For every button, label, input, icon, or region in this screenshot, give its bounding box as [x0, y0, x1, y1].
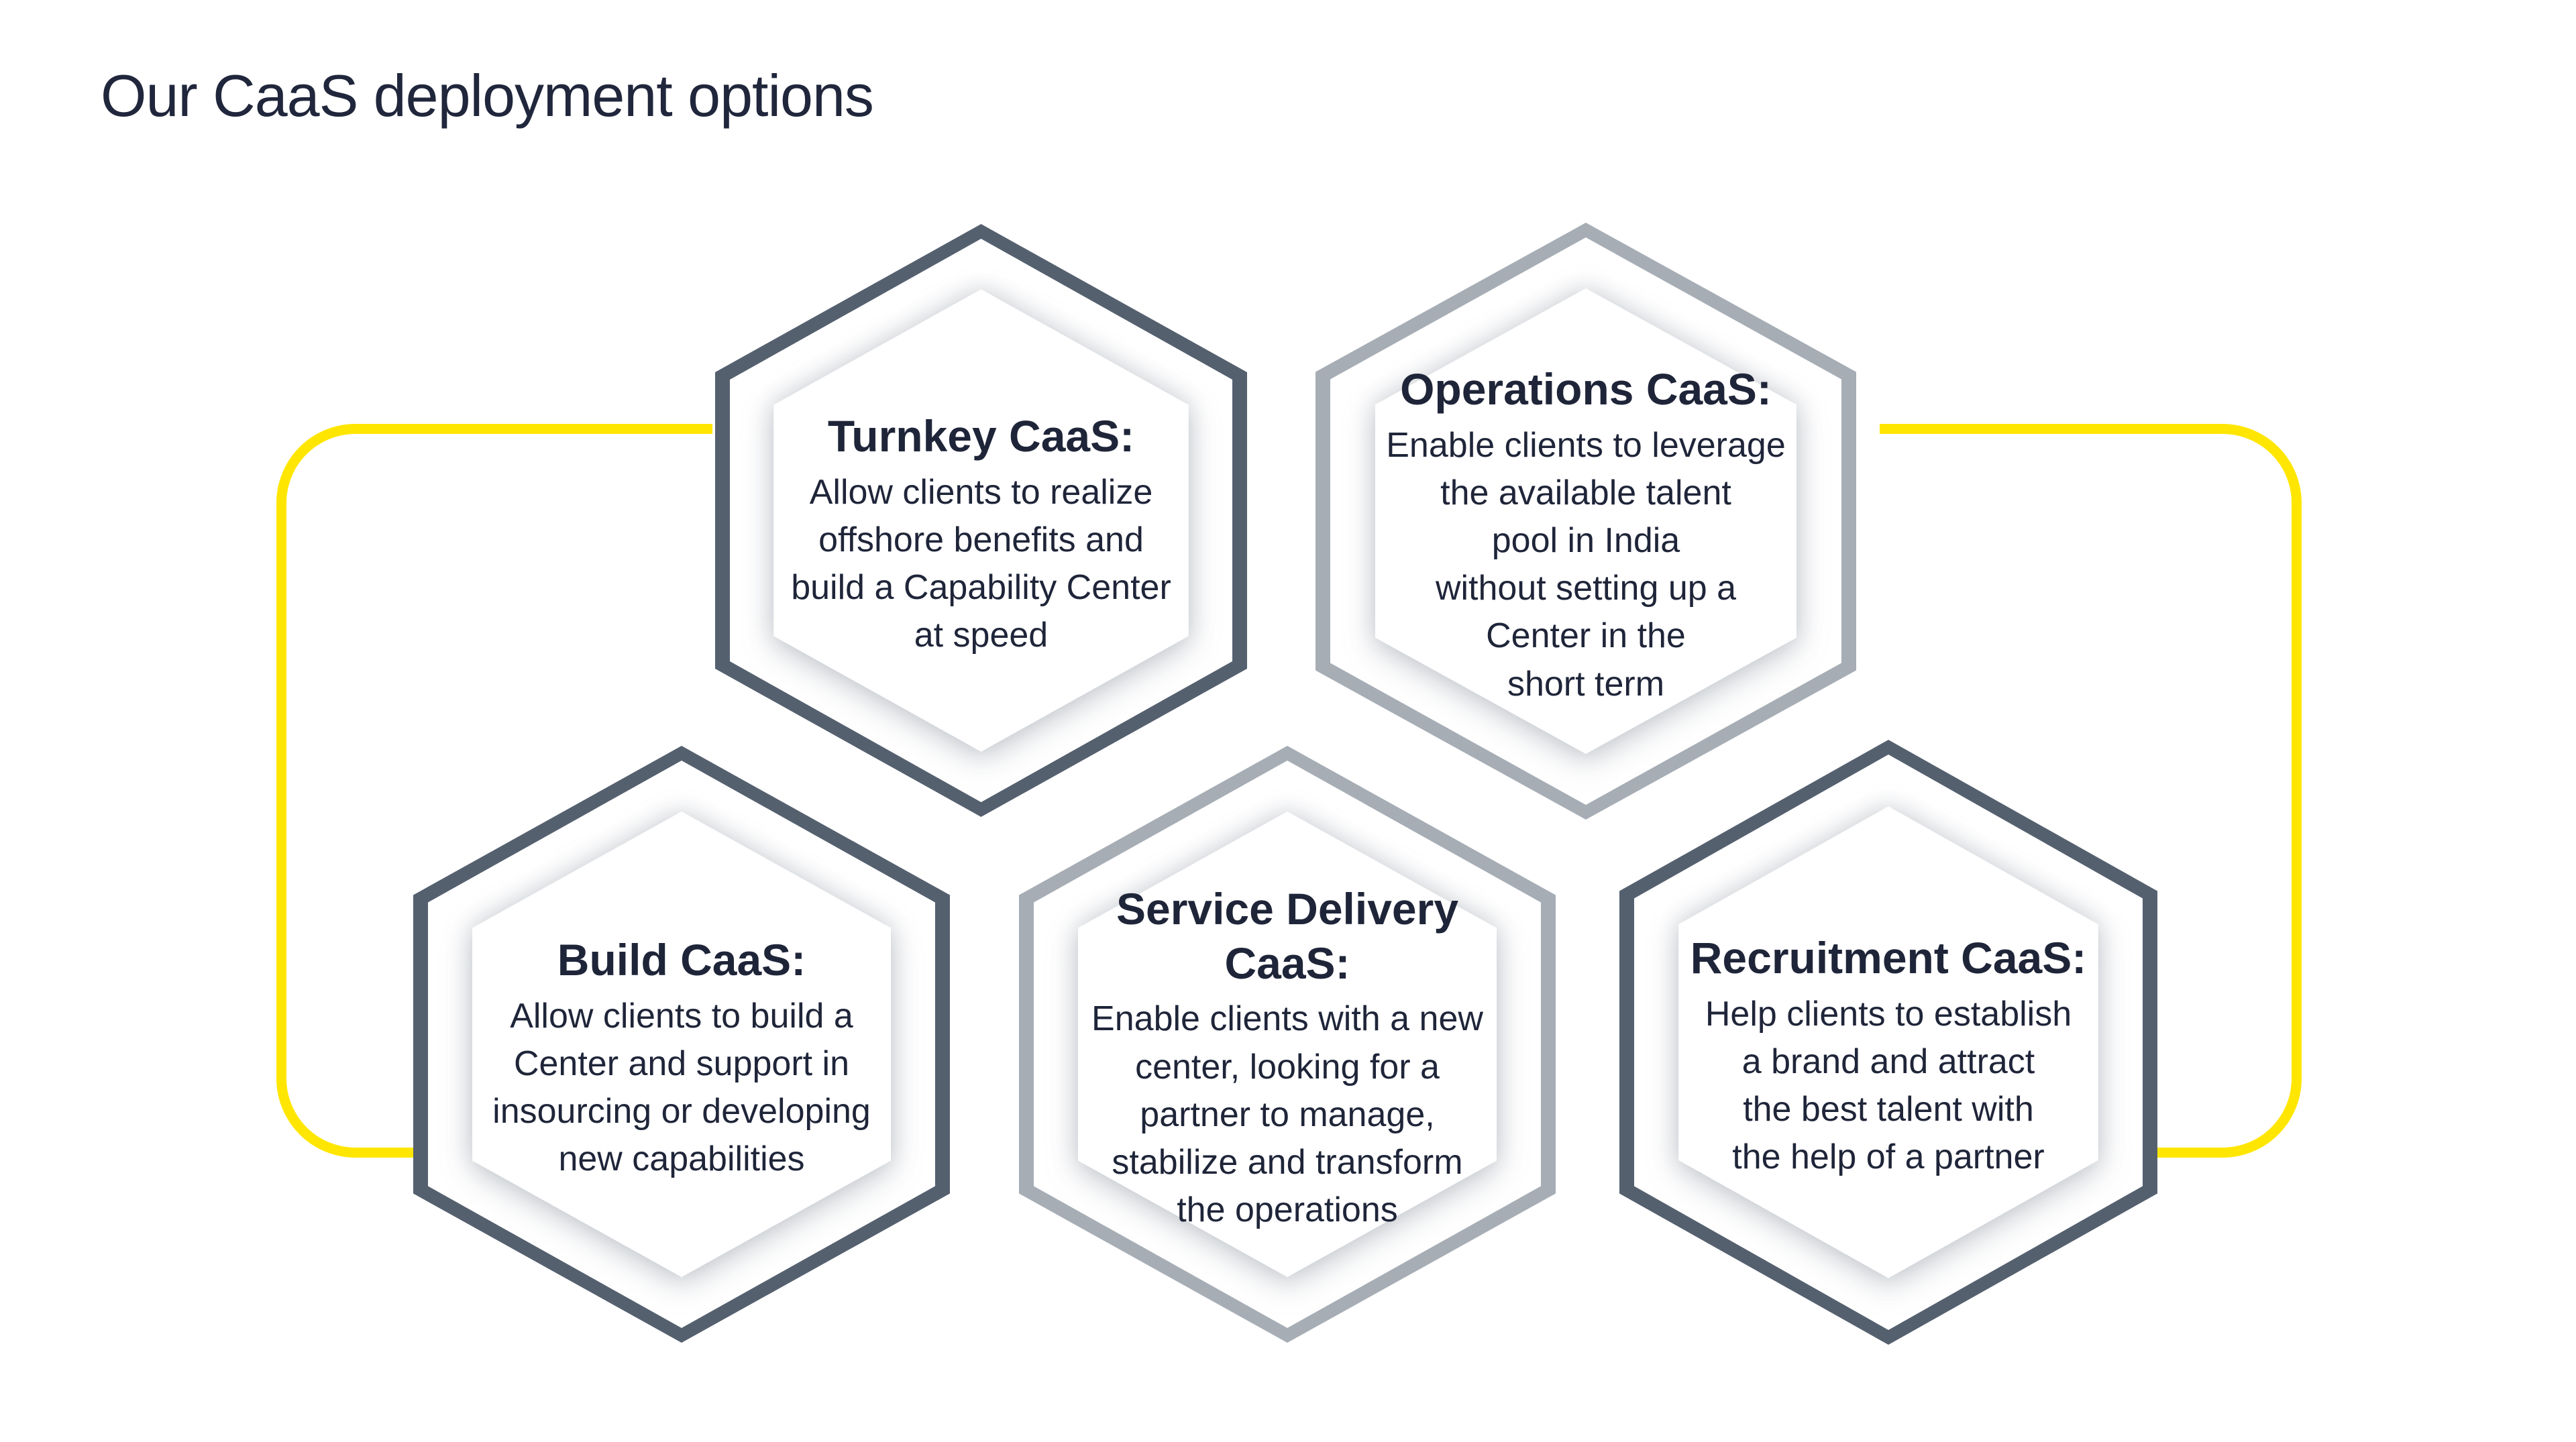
hexagon-inner-panel [773, 289, 1189, 752]
hexagon-inner-shadow [773, 289, 1189, 752]
hexagon-turnkey-caas: Turnkey CaaS: Allow clients to realize o… [715, 224, 1247, 817]
hexagon-build-caas: Build CaaS: Allow clients to build a Cen… [413, 746, 950, 1343]
hexagon-inner-shadow [1678, 806, 2098, 1278]
hexagon-service-delivery-caas: Service Delivery CaaS: Enable clients wi… [1019, 746, 1556, 1343]
hexagon-content: Service Delivery CaaS: Enable clients wi… [1019, 746, 1556, 1343]
hexagon-inner-shadow [472, 811, 891, 1278]
hexagon-content: Operations CaaS: Enable clients to lever… [1316, 223, 1856, 820]
hexagon-inner-panel [1375, 288, 1797, 755]
hexagon-content: Recruitment CaaS: Help clients to establ… [1619, 740, 2157, 1345]
hexagon-inner-panel [472, 811, 891, 1278]
hexagon-body: Allow clients to realize offshore benefi… [791, 472, 1171, 655]
hexagon-body: Allow clients to build a Center and supp… [492, 996, 871, 1179]
hexagon-inner-panel [1678, 806, 2098, 1278]
hexagon-body: Help clients to establish a brand and at… [1705, 994, 2072, 1177]
hexagon-content: Build CaaS: Allow clients to build a Cen… [413, 746, 950, 1343]
hexagon-body: Enable clients with a new center, lookin… [1091, 999, 1483, 1230]
hexagon-title: Build CaaS: [557, 935, 806, 985]
page-title: Our CaaS deployment options [101, 62, 874, 129]
hexagon-body: Enable clients to leverage the available… [1386, 425, 1786, 704]
hexagon-inner-shadow [1078, 811, 1497, 1278]
hexagon-recruitment-caas: Recruitment CaaS: Help clients to establ… [1619, 740, 2157, 1345]
hexagon-content: Turnkey CaaS: Allow clients to realize o… [715, 224, 1247, 817]
hexagon-title: Operations CaaS: [1400, 364, 1772, 414]
hexagon-operations-caas: Operations CaaS: Enable clients to lever… [1316, 223, 1856, 820]
hexagon-inner-shadow [1375, 288, 1797, 755]
hexagon-inner-panel [1078, 811, 1497, 1278]
hexagon-title: Turnkey CaaS: [827, 411, 1135, 461]
hexagon-title: Service Delivery CaaS: [1116, 884, 1459, 988]
hexagon-title: Recruitment CaaS: [1690, 933, 2087, 983]
